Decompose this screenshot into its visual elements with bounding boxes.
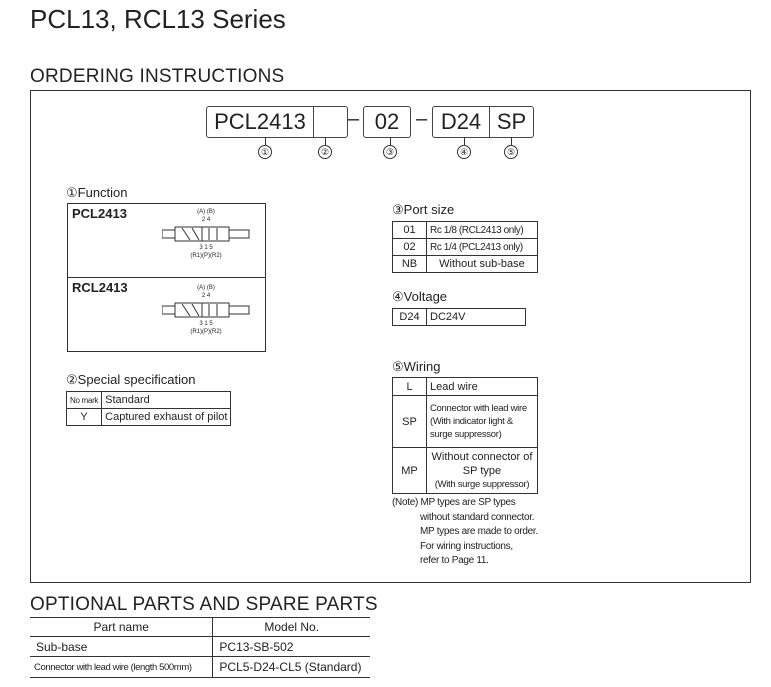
cell: Connector with lead wire (length 500mm) [30,656,214,678]
voltage-label: ④Voltage [392,289,448,304]
cell: 02 [392,238,427,256]
cell: 01 [392,221,427,239]
cell: D24 [392,308,427,326]
note-line: MP types are made to order. [420,526,538,537]
function-model: RCL2413 [72,280,128,295]
code-model: PCL2413 [207,107,314,137]
nums-top: 2 4 [201,293,211,299]
valve-symbol-icon [162,226,250,242]
cell: Y [65,408,103,426]
cell: Standard [101,391,232,409]
cell: NB [392,255,427,273]
line: SP type [462,464,502,477]
dash: – [348,108,360,130]
code-box-model: PCL2413 [206,106,348,138]
cell: SP [392,395,427,448]
line: Connector with lead wire [430,403,527,414]
line: surge suppressor) [430,429,502,440]
wiring-note: (Note) MP types are SP types without sta… [392,496,538,569]
special-label: ②Special specification [66,372,196,387]
cell: PCL5-D24-CL5 (Standard) [212,656,370,678]
code-box-port: 02 [363,106,411,138]
valve-diagram: (A) (B) 2 4 3 1 5 (R1)(P)(R2) [161,284,251,336]
table-row: Connector with lead wire (length 500mm)P… [30,656,370,678]
function-box: PCL2413 (A) (B) 2 4 3 1 5 (R1)(P)(R2) RC… [67,203,266,352]
code-box-voltage-wiring: D24 SP [432,106,534,138]
cell: Rc 1/4 (PCL2413 only) [426,238,538,256]
nums-top: 2 4 [201,217,211,223]
function-item: RCL2413 (A) (B) 2 4 3 1 5 (R1)(P)(R2) [68,278,265,351]
code-port: 02 [374,109,400,134]
line: Without connector of [431,450,533,463]
function-label: ①Function [66,185,128,200]
note-line: (Note) MP types are SP types [392,497,516,508]
nums-bottom: 3 1 5 [199,245,213,251]
cell: Model No. [212,617,370,637]
function-item: PCL2413 (A) (B) 2 4 3 1 5 (R1)(P)(R2) [68,204,265,278]
cell: PC13-SB-502 [212,636,370,657]
wiring-label: ⑤Wiring [392,359,441,374]
ports-bottom: (R1)(P)(R2) [190,253,222,259]
cell: Connector with lead wire (With indicator … [426,395,538,448]
ordering-heading: ORDERING INSTRUCTIONS [30,66,285,87]
ports-bottom: (R1)(P)(R2) [190,329,222,335]
optional-heading: OPTIONAL PARTS AND SPARE PARTS [30,594,378,615]
marker-2: ② [318,145,332,159]
cell: DC24V [426,308,526,326]
marker-5: ⑤ [504,145,518,159]
cell: MP [392,447,427,494]
valve-symbol-icon [162,302,250,318]
note-line: without standard connector. [420,511,535,523]
cell: Part name [30,617,214,637]
ports-top: (A) (B) [197,209,215,215]
marker-3: ③ [383,145,397,159]
cell: Without sub-base [426,255,538,273]
cell: Captured exhaust of pilot [101,408,232,426]
page-title: PCL13, RCL13 Series [30,4,286,34]
nums-bottom: 3 1 5 [199,321,213,327]
cell: Rc 1/8 (RCL2413 only) [426,221,538,239]
note-line: For wiring instructions, [420,540,513,552]
marker-1: ① [258,145,272,159]
dash: – [416,108,428,130]
ports-top: (A) (B) [197,285,215,291]
cell: No mark [65,391,103,409]
code-special [314,107,347,137]
ordering-frame [30,90,751,583]
line: (With indicator light & [430,416,513,427]
port-label: ③Port size [392,202,455,217]
line: (With surge suppressor) [434,478,530,490]
code-wiring: SP [496,109,527,134]
cell: L [392,377,427,396]
cell: Sub-base [30,636,214,657]
function-model: PCL2413 [72,206,127,221]
valve-diagram: (A) (B) 2 4 3 1 5 (R1)(P)(R2) [161,208,251,260]
cell: Lead wire [426,377,538,396]
marker-4: ④ [457,145,471,159]
note-line: refer to Page 11. [420,555,489,566]
code-voltage: D24 [433,107,490,137]
